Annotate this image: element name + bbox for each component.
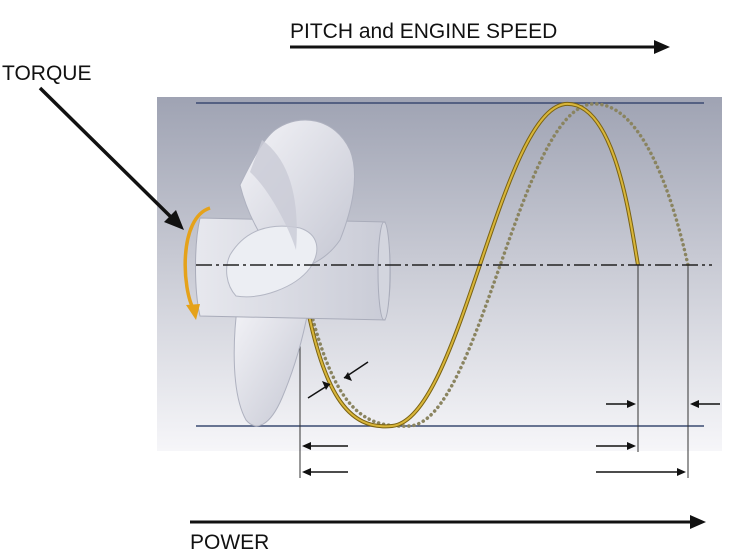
dotted-helix-curve (298, 102, 690, 428)
dimension-arrows-right (596, 400, 720, 476)
rotation-arrow (183, 206, 211, 320)
torque-label: TORQUE (2, 62, 91, 85)
torque-arrow (38, 86, 184, 230)
dimension-arrows-left (302, 442, 348, 476)
propeller-hub-face (377, 221, 391, 321)
power-label: POWER (190, 531, 269, 554)
propeller-illustration (195, 119, 391, 427)
pitch-speed-arrow (290, 40, 670, 54)
blade-thickness-indicator (307, 361, 369, 399)
power-arrow (190, 515, 706, 529)
pitch-engine-speed-label: PITCH and ENGINE SPEED (290, 20, 557, 43)
propeller-blade-lower (233, 299, 311, 427)
propeller-blade-shade (250, 140, 297, 250)
